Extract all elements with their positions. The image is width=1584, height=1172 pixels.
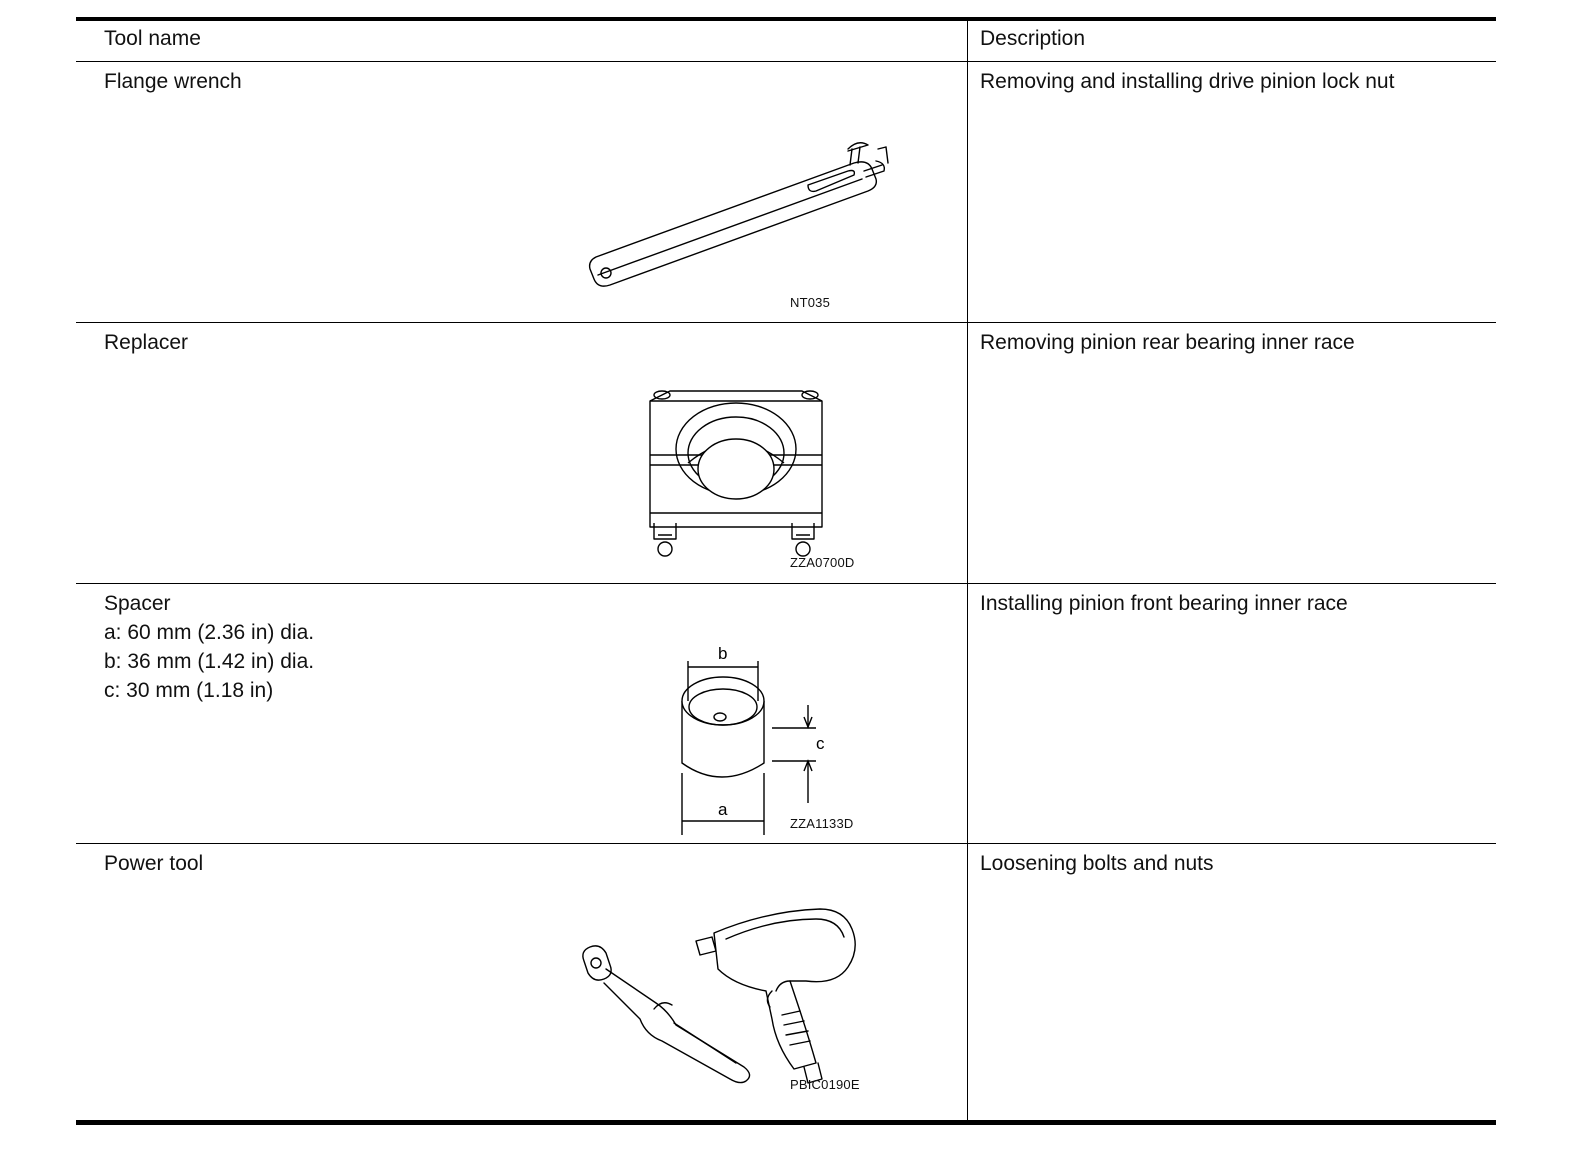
header-tool-name: Tool name (104, 27, 201, 50)
figure-code-pbic0190e: PBIC0190E (790, 1077, 860, 1092)
tool-name-replacer: Replacer (104, 331, 189, 354)
spec-c: c: 30 mm (1.18 in) (104, 679, 274, 702)
spec-a: a: 60 mm (2.36 in) dia. (104, 621, 315, 644)
dim-label-b: b (718, 644, 727, 663)
table-top-rule (76, 17, 1496, 21)
figure-code-zza1133d: ZZA1133D (790, 816, 854, 831)
dim-label-a: a (718, 800, 728, 819)
row-divider (76, 843, 1496, 844)
description-replacer: Removing pinion rear bearing inner race (980, 331, 1355, 354)
description-power-tool: Loosening bolts and nuts (980, 852, 1214, 875)
dim-label-c: c (816, 734, 825, 753)
spec-b: b: 36 mm (1.42 in) dia. (104, 650, 315, 673)
spacer-illustration: b a c (676, 644, 825, 843)
flange-wrench-illustration (586, 135, 906, 295)
header-description: Description (980, 27, 1086, 50)
figure-code-nt035: NT035 (790, 295, 831, 310)
description-flange-wrench: Removing and installing drive pinion loc… (980, 70, 1395, 93)
header-rule (76, 61, 1496, 62)
tool-name-power-tool: Power tool (104, 852, 204, 875)
row-divider (76, 322, 1496, 323)
replacer-illustration (642, 383, 832, 559)
description-spacer: Installing pinion front bearing inner ra… (980, 592, 1348, 615)
tool-name-spacer: Spacer (104, 592, 171, 615)
power-tool-illustration (576, 895, 886, 1095)
tool-name-flange-wrench: Flange wrench (104, 70, 242, 93)
column-divider (967, 20, 968, 1120)
row-divider (76, 583, 1496, 584)
figure-code-zza0700d: ZZA0700D (790, 555, 855, 570)
table-bottom-rule (76, 1120, 1496, 1125)
spacer-specs: a: 60 mm (2.36 in) dia. b: 36 mm (1.42 i… (104, 618, 314, 705)
